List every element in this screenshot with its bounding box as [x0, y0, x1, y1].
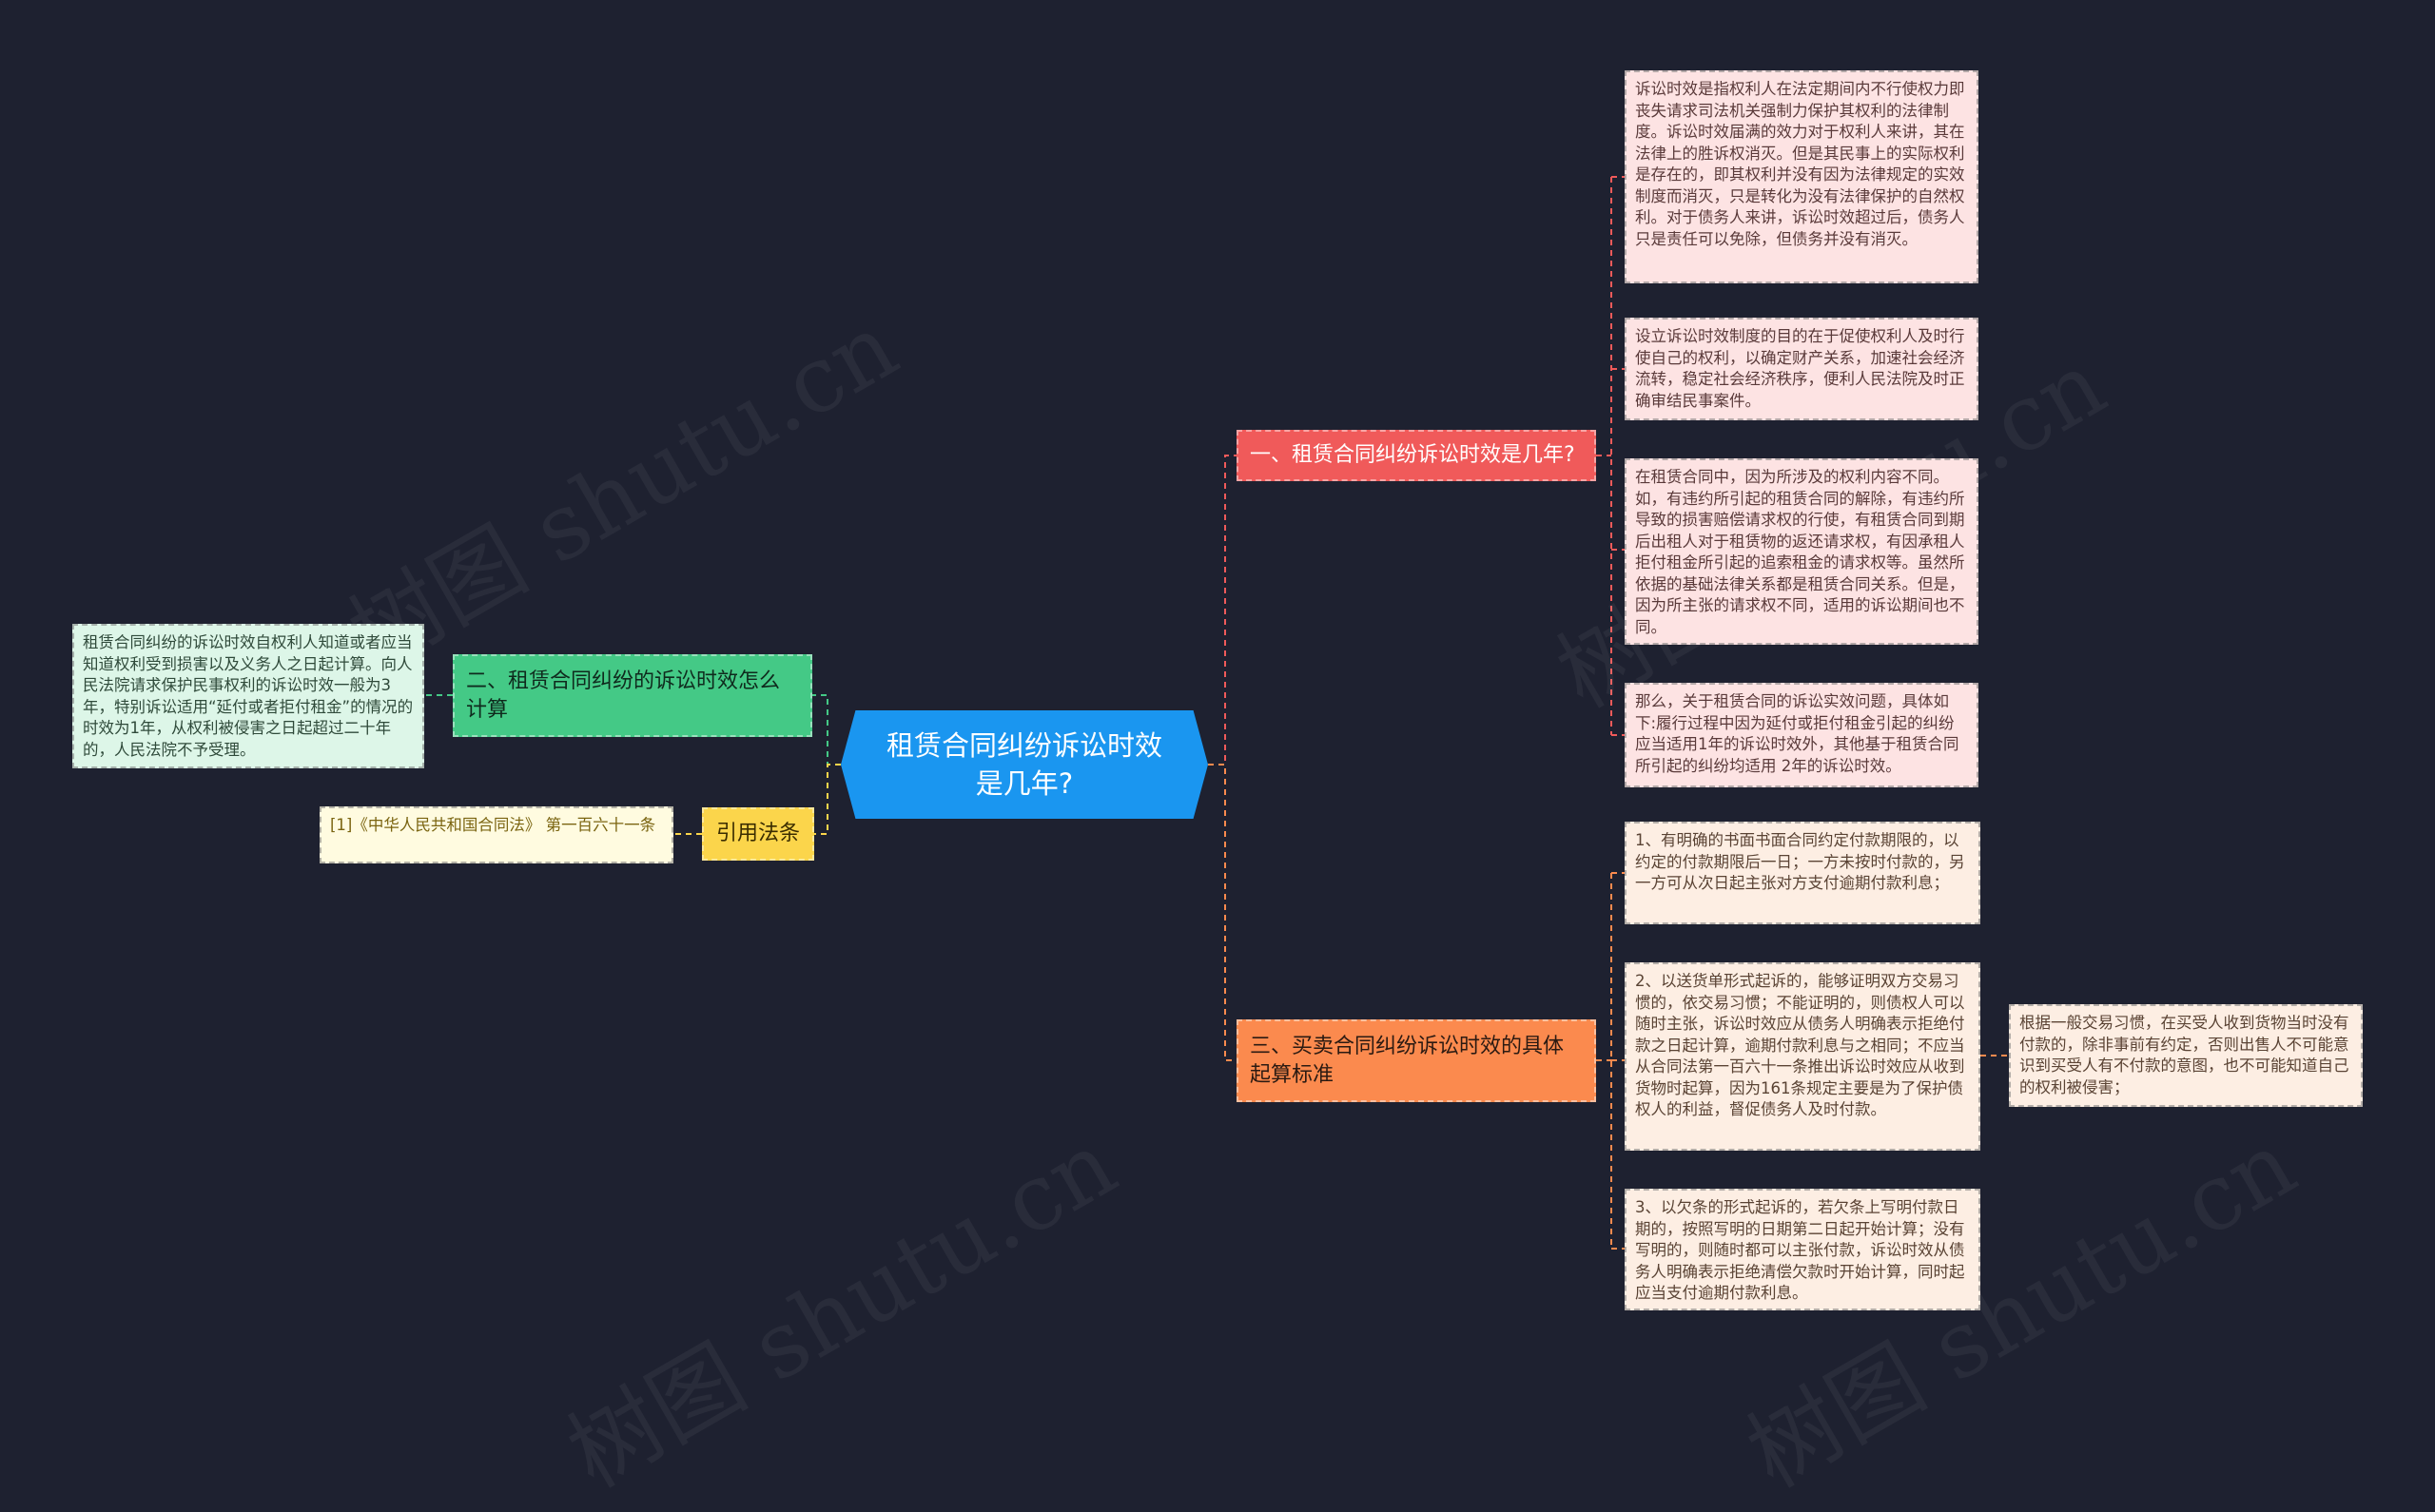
branch-topic-1[interactable]: 一、租赁合同纠纷诉讼时效是几年? — [1237, 430, 1596, 481]
mindmap-canvas: 树图 shutu.cn 树图 shutu.cn 树图 shutu.cn 树图 s… — [72, 70, 2363, 1508]
link-b3-leaves — [1596, 872, 1625, 1250]
link-root-b3 — [1208, 764, 1237, 1061]
branch-topic-3[interactable]: 三、买卖合同纠纷诉讼时效的具体起算标准 — [1237, 1019, 1596, 1102]
leaf-b3-2-1[interactable]: 根据一般交易习惯，在买受人收到货物当时没有付款的，除非事前有约定，否则出售人不可… — [2009, 1004, 2363, 1107]
link-root-b1 — [1208, 455, 1237, 766]
branch-topic-1-label: 一、租赁合同纠纷诉讼时效是几年? — [1250, 443, 1575, 467]
leaf-b1-3[interactable]: 在租赁合同中，因为所涉及的权利内容不同。如，有违约所引起的租赁合同的解除，有违约… — [1625, 458, 1978, 645]
leaf-b2-1[interactable]: 租赁合同纠纷的诉讼时效自权利人知道或者应当知道权利受到损害以及义务人之日起计算。… — [72, 624, 424, 768]
link-root-b2 — [812, 694, 841, 766]
link-root-law — [814, 764, 841, 835]
leaf-b1-2[interactable]: 设立诉讼时效制度的目的在于促使权利人及时行使自己的权利，以确定财产关系，加速社会… — [1625, 318, 1978, 420]
leaf-b3-1[interactable]: 1、有明确的书面书面合同约定付款期限的，以约定的付款期限后一日；一方未按时付款的… — [1625, 822, 1980, 924]
branch-topic-law[interactable]: 引用法条 — [702, 807, 814, 861]
leaf-b1-1[interactable]: 诉讼时效是指权利人在法定期间内不行使权力即丧失请求司法机关强制力保护其权利的法律… — [1625, 70, 1978, 283]
root-topic[interactable]: 租赁合同纠纷诉讼时效是几年? — [841, 710, 1208, 819]
link-b1-leaves — [1596, 176, 1625, 736]
leaf-b3-3[interactable]: 3、以欠条的形式起诉的，若欠条上写明付款日期的，按照写明的日期第二日起开始计算；… — [1625, 1189, 1980, 1310]
leaf-b3-2[interactable]: 2、以送货单形式起诉的，能够证明双方交易习惯的，依交易习惯；不能证明的，则债权人… — [1625, 962, 1980, 1151]
root-topic-label: 租赁合同纠纷诉讼时效是几年? — [886, 729, 1162, 800]
branch-topic-law-label: 引用法条 — [715, 822, 800, 845]
leaf-law-1[interactable]: [1]《中华人民共和国合同法》 第一百六十一条 — [320, 806, 673, 863]
branch-topic-2[interactable]: 二、租赁合同纠纷的诉讼时效怎么计算 — [453, 654, 812, 737]
branch-topic-3-label: 三、买卖合同纠纷诉讼时效的具体起算标准 — [1250, 1034, 1565, 1087]
branch-topic-2-label: 二、租赁合同纠纷的诉讼时效怎么计算 — [466, 669, 781, 722]
leaf-b1-4[interactable]: 那么，关于租赁合同的诉讼实效问题，具体如下:履行过程中因为延付或拒付租金引起的纠… — [1625, 683, 1978, 787]
connector-lines — [424, 176, 2009, 1250]
